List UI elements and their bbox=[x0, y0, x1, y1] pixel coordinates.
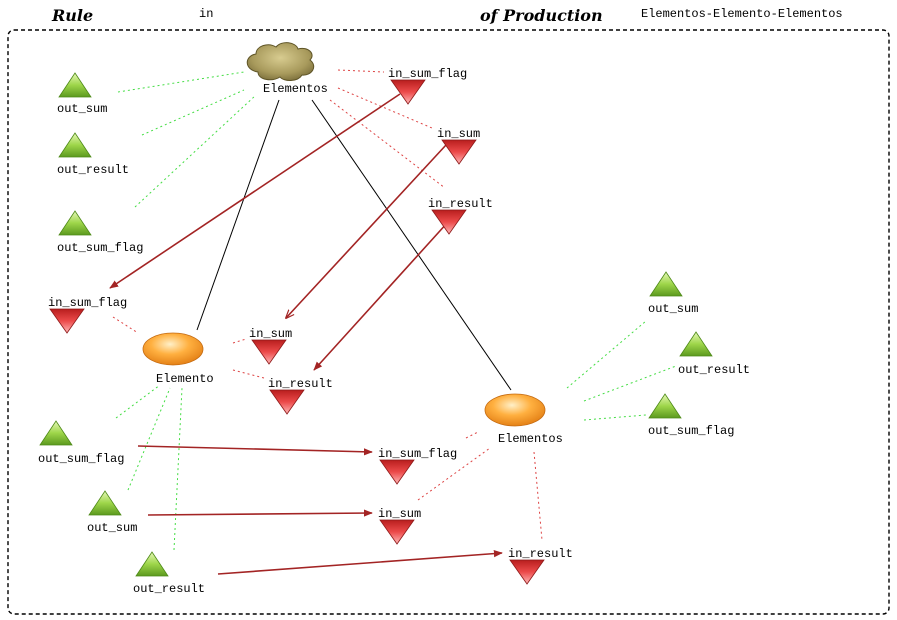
out-port-center-sum-flag[interactable]: out_sum_flag bbox=[38, 420, 124, 466]
red-attachments bbox=[112, 69, 543, 541]
down-triangle-icon bbox=[379, 519, 415, 545]
down-triangle-icon bbox=[251, 339, 287, 365]
port-label: in_sum_flag bbox=[388, 67, 467, 81]
center-node-label: Elemento bbox=[156, 372, 214, 386]
edge-cloud-center bbox=[196, 99, 280, 331]
out-port-center-result[interactable]: out_result bbox=[133, 551, 205, 596]
down-triangle-icon bbox=[390, 79, 426, 105]
center-node-elemento[interactable]: Elemento bbox=[142, 332, 214, 386]
in-port-cloud-result[interactable]: in_result bbox=[428, 197, 493, 235]
down-triangle-icon bbox=[379, 459, 415, 485]
cloud-node-label: Elementos bbox=[263, 82, 328, 96]
in-port-center-sum-flag[interactable]: in_sum_flag bbox=[48, 296, 127, 334]
out-port-center-sum[interactable]: out_sum bbox=[87, 490, 137, 535]
port-label: out_sum bbox=[648, 302, 698, 316]
up-triangle-icon bbox=[58, 132, 92, 158]
port-label: in_result bbox=[508, 547, 573, 561]
out-port-right-sum-flag[interactable]: out_sum_flag bbox=[648, 393, 734, 438]
in-port-right-sum[interactable]: in_sum bbox=[378, 507, 421, 545]
up-triangle-icon bbox=[679, 331, 713, 357]
out-port-cloud-result[interactable]: out_result bbox=[57, 132, 129, 177]
title-of-production: of Production bbox=[480, 6, 603, 25]
port-label: in_sum bbox=[437, 127, 480, 141]
right-node-elementos[interactable]: Elementos bbox=[484, 393, 563, 446]
down-triangle-icon bbox=[441, 139, 477, 165]
port-label: out_sum_flag bbox=[38, 452, 124, 466]
center-node-shape bbox=[142, 332, 204, 366]
down-triangle-icon bbox=[269, 389, 305, 415]
port-label: out_sum bbox=[87, 521, 137, 535]
port-label: out_sum_flag bbox=[648, 424, 734, 438]
port-label: out_result bbox=[678, 363, 750, 377]
port-label: in_result bbox=[268, 377, 333, 391]
port-label: in_sum_flag bbox=[378, 447, 457, 461]
down-triangle-icon bbox=[509, 559, 545, 585]
port-label: out_result bbox=[133, 582, 205, 596]
cloud-shape bbox=[246, 42, 315, 81]
down-triangle-icon bbox=[431, 209, 467, 235]
edge-cloud-right bbox=[311, 99, 512, 391]
port-label: in_sum_flag bbox=[48, 296, 127, 310]
up-triangle-icon bbox=[39, 420, 73, 446]
port-label: in_sum bbox=[249, 327, 292, 341]
in-port-cloud-sum-flag[interactable]: in_sum_flag bbox=[388, 67, 467, 105]
port-label: out_sum_flag bbox=[57, 241, 143, 255]
production-name: Elementos-Elemento-Elementos bbox=[641, 7, 843, 21]
in-port-center-sum[interactable]: in_sum bbox=[249, 327, 292, 365]
in-port-right-result[interactable]: in_result bbox=[508, 547, 573, 585]
up-triangle-icon bbox=[135, 551, 169, 577]
out-port-cloud-sum-flag[interactable]: out_sum_flag bbox=[57, 210, 143, 255]
title-rule: Rule bbox=[51, 6, 93, 25]
in-port-cloud-sum[interactable]: in_sum bbox=[437, 127, 480, 165]
rule-frame bbox=[7, 29, 890, 615]
right-node-label: Elementos bbox=[498, 432, 563, 446]
port-label: in_result bbox=[428, 197, 493, 211]
title-in: in bbox=[199, 7, 213, 21]
out-port-right-result[interactable]: out_result bbox=[678, 331, 750, 377]
down-triangle-icon bbox=[49, 308, 85, 334]
port-label: in_sum bbox=[378, 507, 421, 521]
in-port-center-result[interactable]: in_result bbox=[268, 377, 333, 415]
up-triangle-icon bbox=[88, 490, 122, 516]
port-label: out_result bbox=[57, 163, 129, 177]
up-triangle-icon bbox=[648, 393, 682, 419]
mapping-arrows bbox=[109, 93, 503, 575]
up-triangle-icon bbox=[58, 72, 92, 98]
up-triangle-icon bbox=[58, 210, 92, 236]
out-port-right-sum[interactable]: out_sum bbox=[648, 271, 698, 316]
green-attachments bbox=[115, 71, 677, 551]
up-triangle-icon bbox=[649, 271, 683, 297]
port-label: out_sum bbox=[57, 102, 107, 116]
in-port-right-sum-flag[interactable]: in_sum_flag bbox=[378, 447, 457, 485]
out-port-cloud-sum[interactable]: out_sum bbox=[57, 72, 107, 116]
right-node-shape bbox=[484, 393, 546, 427]
cloud-node-elementos[interactable]: Elementos bbox=[246, 42, 328, 96]
